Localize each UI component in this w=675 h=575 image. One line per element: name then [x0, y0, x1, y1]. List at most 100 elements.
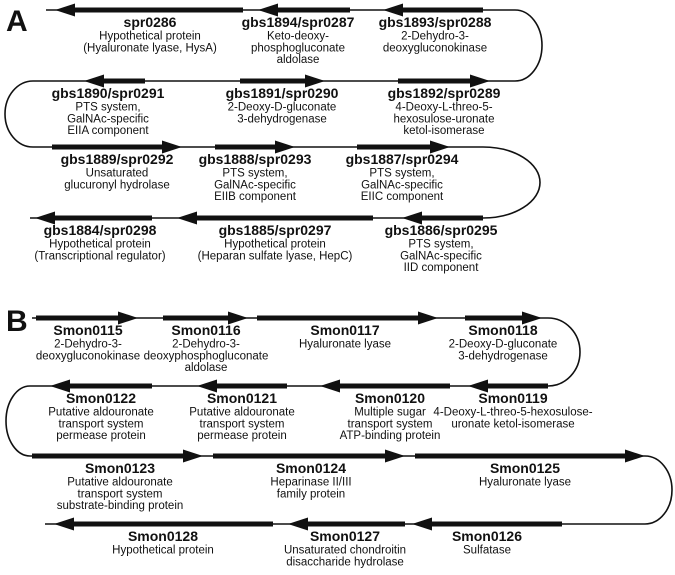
- gene-name: Smon0121: [207, 390, 277, 406]
- gene-arrowhead-left-icon: [55, 3, 75, 17]
- gene-description-line: permease protein: [56, 430, 146, 442]
- gene-arrowhead-left-icon: [84, 74, 104, 88]
- gene: gbs1892/spr02894-Deoxy-L-threo-5-hexosul…: [388, 74, 501, 137]
- gene-description-line: GalNAc-specific: [400, 250, 482, 262]
- gene-description-line: 4-Deoxy-L-threo-5-: [395, 102, 492, 114]
- gene-description-line: deoxygluconokinase: [36, 350, 140, 362]
- gene-description-line: 2-Deoxy-D-gluconate: [449, 339, 558, 351]
- gene-name: gbs1886/spr0295: [385, 222, 498, 238]
- gene-description-line: IID component: [404, 262, 480, 274]
- gene-description-line: 2-Dehydro-3-: [401, 31, 469, 43]
- gene-arrowhead-left-icon: [258, 3, 278, 17]
- gene-description-line: permease protein: [197, 430, 287, 442]
- gene-arrowhead-left-icon: [412, 517, 432, 531]
- gene-arrowhead-left-icon: [35, 211, 55, 225]
- gene-arrowhead-left-icon: [320, 379, 340, 393]
- gene-description-line: transport system: [78, 488, 163, 500]
- gene-arrowhead-right-icon: [522, 311, 542, 325]
- gene-arrowhead-right-icon: [430, 140, 450, 154]
- gene-arrowhead-left-icon: [177, 211, 197, 225]
- gene-description-line: Unsaturated: [86, 168, 149, 180]
- gene-arrowhead-right-icon: [305, 74, 325, 88]
- gene-description-line: Sulfatase: [463, 545, 511, 557]
- gene-arrowhead-right-icon: [470, 74, 490, 88]
- gene-name: Smon0115: [53, 322, 122, 338]
- gene-description-line: 2-Deoxy-D-gluconate: [228, 102, 337, 114]
- gene-name: Smon0123: [85, 460, 155, 476]
- gene-arrowhead-right-icon: [625, 449, 645, 463]
- gene-name: Smon0126: [452, 528, 522, 544]
- gene-arrowhead-left-icon: [50, 379, 70, 393]
- gene-arrowhead-right-icon: [385, 449, 405, 463]
- gene-description-line: 4-Deoxy-L-threo-5-hexosulose-: [433, 407, 592, 419]
- gene-description-line: 2-Dehydro-3-: [172, 339, 240, 351]
- gene-name: Smon0118: [468, 322, 537, 338]
- gene-description-line: Multiple sugar: [354, 407, 426, 419]
- gene-description-line: substrate-binding protein: [57, 500, 184, 512]
- gene-description-line: transport system: [59, 418, 144, 430]
- gene-name: Smon0125: [490, 460, 560, 476]
- gene-description-line: 3-dehydrogenase: [237, 113, 327, 125]
- gene-description-line: transport system: [348, 418, 433, 430]
- gene-name: gbs1884/spr0298: [44, 222, 157, 238]
- gene-description-line: Heparinase II/III: [270, 477, 351, 489]
- gene-arrowhead-right-icon: [162, 140, 182, 154]
- gene-description-line: Unsaturated chondroitin: [284, 545, 406, 557]
- gene-arrowhead-left-icon: [197, 379, 217, 393]
- gene-description-line: deoxygluconokinase: [383, 42, 487, 54]
- gene: gbs1893/spr02882-Dehydro-3-deoxygluconok…: [379, 3, 492, 54]
- gene-name: gbs1891/spr0290: [226, 85, 339, 101]
- gene-description-line: ATP-binding protein: [340, 430, 441, 442]
- gene-description-line: 3-dehydrogenase: [458, 350, 548, 362]
- gene-description-line: Hyaluronate lyase: [299, 339, 391, 351]
- gene-description-line: PTS system,: [75, 102, 140, 114]
- gene-description-line: Hypothetical protein: [112, 545, 214, 557]
- gene-name: gbs1888/spr0293: [199, 151, 312, 167]
- gene-description-line: Hypothetical protein: [49, 239, 151, 251]
- gene-name: gbs1889/spr0292: [61, 151, 174, 167]
- gene-name: gbs1893/spr0288: [379, 14, 492, 30]
- gene-description-line: aldolase: [185, 362, 228, 374]
- gene-arrowhead-left-icon: [468, 379, 488, 393]
- gene-arrowhead-right-icon: [418, 311, 438, 325]
- gene-description-line: GalNAc-specific: [214, 179, 296, 191]
- gene-description-line: Hypothetical protein: [224, 239, 326, 251]
- gene: gbs1891/spr02902-Deoxy-D-gluconate3-dehy…: [226, 74, 339, 125]
- gene-name: Smon0116: [171, 322, 240, 338]
- gene-name: Smon0124: [276, 460, 346, 476]
- gene-description-line: glucuronyl hydrolase: [64, 179, 169, 191]
- gene-name: Smon0127: [310, 528, 380, 544]
- gene-description-line: Putative aldouronate: [67, 477, 173, 489]
- gene-name: gbs1894/spr0287: [242, 14, 355, 30]
- gene-arrowhead-left-icon: [54, 517, 74, 531]
- gene-description-line: GalNAc-specific: [67, 113, 149, 125]
- gene-name: Smon0120: [355, 390, 425, 406]
- gene-description-line: EIIA component: [67, 125, 149, 137]
- gene-description-line: GalNAc-specific: [361, 179, 443, 191]
- gene-arrowhead-right-icon: [275, 140, 295, 154]
- gene-arrowhead-right-icon: [228, 311, 248, 325]
- operon-backbone-line: [5, 317, 673, 525]
- gene-name: Smon0117: [310, 322, 379, 338]
- gene-description-line: phosphogluconate: [251, 42, 345, 54]
- gene-description-line: ketol-isomerase: [403, 125, 484, 137]
- gene-description-line: (Transcriptional regulator): [34, 250, 165, 262]
- gene-name: spr0286: [124, 14, 177, 30]
- gene-description-line: transport system: [200, 418, 285, 430]
- gene-description-line: PTS system,: [222, 168, 287, 180]
- panel-label: A: [6, 5, 28, 38]
- gene: Smon01194-Deoxy-L-threo-5-hexosulose-uro…: [433, 379, 593, 430]
